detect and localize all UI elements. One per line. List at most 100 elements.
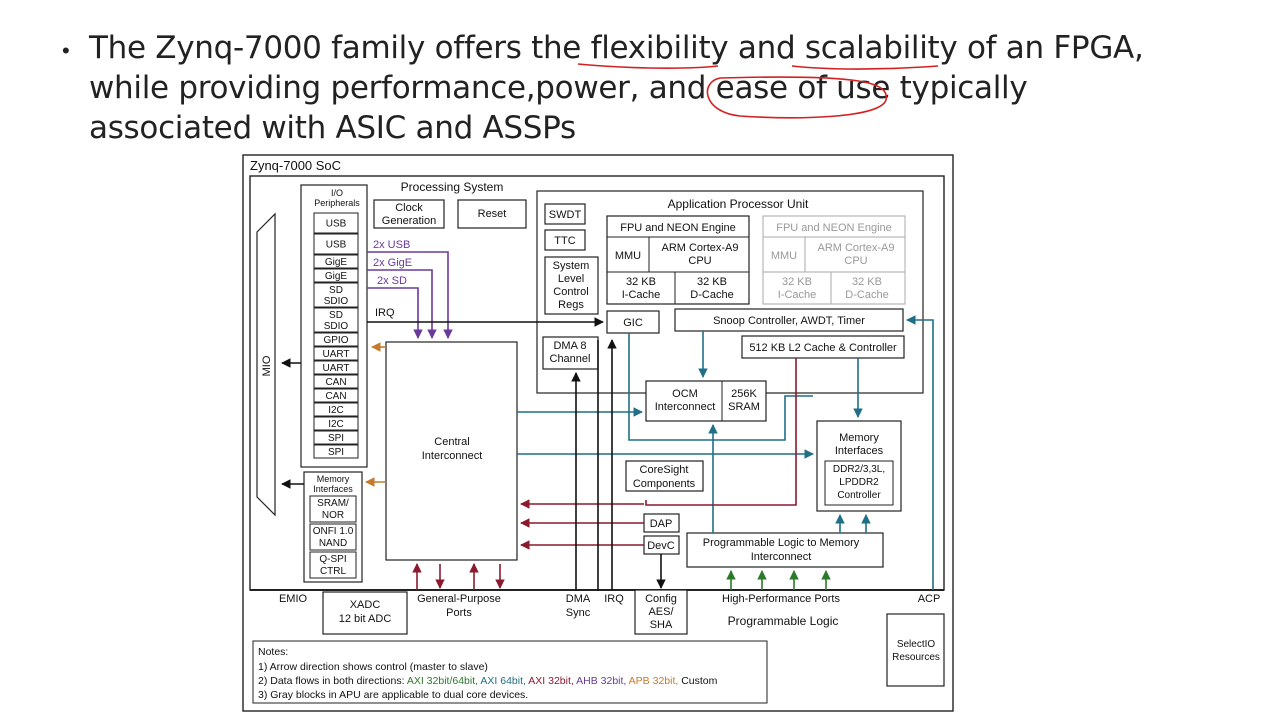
label-line: D-Cache (690, 289, 733, 301)
io-peripheral-box (313, 444, 359, 459)
core0-dcache: 32 KBD-Cache (690, 276, 733, 301)
io-peripheral-item: UART (322, 349, 349, 360)
label-line: UART (322, 349, 349, 360)
io-peripheral-item: UART (322, 363, 349, 374)
core1-icache: 32 KBI-Cache (778, 276, 817, 301)
label-line: ARM Cortex-A9 (661, 242, 738, 254)
label-line: USB (326, 219, 347, 230)
reset-box (457, 199, 527, 229)
apu-title: Application Processor Unit (668, 197, 809, 211)
swdt-box (544, 203, 586, 225)
ttc-label: TTC (554, 235, 575, 247)
label-line: Memory (839, 432, 879, 444)
label-line: Regs (558, 299, 584, 311)
dap-label: DAP (650, 518, 673, 530)
mio-mux (256, 212, 276, 517)
acp-label: ACP (918, 593, 941, 605)
label-line: SD (329, 285, 343, 296)
label-line: 256K (731, 388, 757, 400)
label-line: Controller (837, 490, 881, 501)
bullet-line-3: associated with ASIC and ASSPs (89, 110, 576, 146)
swdt-label: SWDT (549, 209, 582, 221)
label-line: CoreSight (640, 464, 689, 476)
io-peripheral-box (313, 388, 359, 403)
label-line: ONFI 1.0 (313, 526, 354, 537)
label-line: Q-SPI (319, 554, 346, 565)
gic-label: GIC (623, 317, 643, 329)
io-peripheral-item: USB (326, 219, 347, 230)
ocm-box (645, 380, 767, 422)
l2-box (741, 335, 905, 359)
label-line: Channel (550, 353, 591, 365)
label-line: Interconnect (655, 401, 716, 413)
label-line: I2C (328, 405, 344, 416)
io-peripheral-box (313, 332, 359, 347)
label-line: AES/ (648, 606, 674, 618)
label-line: DMA 8 (553, 340, 586, 352)
processing-system-label: Processing System (401, 180, 504, 194)
note-2-bus-type: Custom (681, 675, 717, 687)
label-line: 32 KB (626, 276, 656, 288)
label-line: Interfaces (313, 484, 353, 494)
label-line: SRAM/ (317, 498, 349, 509)
note-1: 1) Arrow direction shows control (master… (258, 661, 488, 673)
io-peripheral-box (313, 212, 359, 234)
label-line: Generation (382, 215, 436, 227)
label-line: ARM Cortex-A9 (817, 242, 894, 254)
soc-title: Zynq-7000 SoC (250, 158, 341, 173)
label-line: SDIO (324, 296, 349, 307)
handwritten-annotations (577, 63, 939, 119)
label-line: I2C (328, 419, 344, 430)
note-2-bus-type: AHB 32bit, (576, 675, 629, 687)
label-line: 32 KB (852, 276, 882, 288)
clock-generation-box (373, 199, 445, 229)
io-peripheral-box (313, 360, 359, 375)
io-peripheral-box (313, 346, 359, 361)
core1-fpu: FPU and NEON Engine (776, 222, 892, 234)
core0-frame (606, 215, 750, 305)
label-line: UART (322, 363, 349, 374)
io-peripheral-list: USBUSBGigEGigESDSDIOSDSDIOGPIOUARTUARTCA… (313, 212, 359, 459)
label-line: SPI (328, 447, 344, 458)
io-peripheral-item: GigE (325, 271, 348, 282)
notes-title: Notes: (258, 646, 288, 658)
memory-interfaces-left-frame (303, 471, 363, 583)
label-line: I-Cache (622, 289, 661, 301)
label-line: DMA (566, 593, 591, 605)
core0-fpu: FPU and NEON Engine (620, 222, 736, 234)
label-line: 12 bit ADC (339, 613, 392, 625)
label-line: Sync (566, 607, 591, 619)
label-line: CPU (688, 255, 711, 267)
connections (281, 251, 934, 590)
l2-label: 512 KB L2 Cache & Controller (749, 342, 897, 354)
io-peripheral-item: SPI (328, 447, 344, 458)
label-line: CTRL (320, 566, 347, 577)
label-line: LPDDR2 (839, 477, 879, 488)
slcr-box (544, 256, 599, 315)
snoop-box (674, 308, 904, 332)
label-line: Level (558, 273, 584, 285)
programmable-logic-label: Programmable Logic (728, 614, 839, 628)
note-2-bus-type: AXI 32bit, (528, 675, 576, 687)
label-line: XADC (350, 599, 381, 611)
io-peripheral-item: I2C (328, 419, 344, 430)
core1-dcache: 32 KBD-Cache (845, 276, 888, 301)
label-line: SD (329, 310, 343, 321)
dma-sync-label: DMA Sync (566, 593, 591, 619)
io-peripheral-box (313, 430, 359, 445)
irq-bottom-label: IRQ (604, 593, 624, 605)
